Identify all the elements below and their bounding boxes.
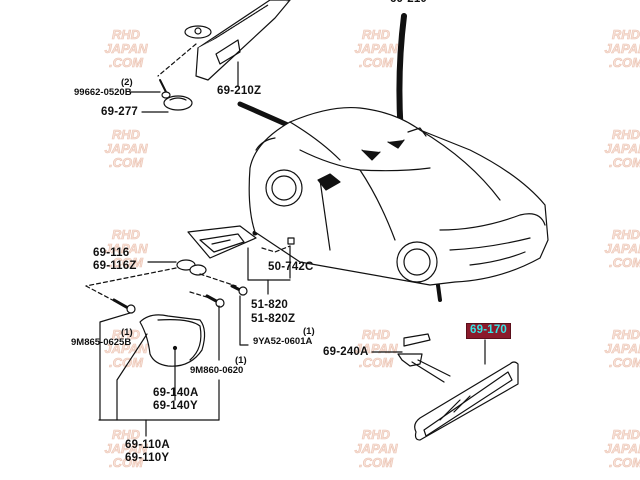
part-label-51-820z[interactable]: 51-820Z — [251, 313, 296, 325]
part-label-69-116[interactable]: 69-116 — [93, 247, 130, 259]
part-label-9ya52-0601a[interactable]: 9YA52-0601A — [253, 336, 313, 347]
quantity-label: (1) — [303, 326, 315, 337]
part-label-69-116z[interactable]: 69-116Z — [93, 260, 137, 272]
quantity-label: (1) — [235, 355, 247, 366]
rearview-mirror-drawing — [397, 333, 519, 441]
part-label-69-240a[interactable]: 69-240A — [323, 346, 369, 358]
part-label-69-140y[interactable]: 69-140Y — [153, 400, 198, 412]
part-label-69-277[interactable]: 69-277 — [101, 106, 139, 118]
sun-visor-drawing — [184, 0, 291, 87]
part-label-50-742c[interactable]: 50-742C — [268, 261, 314, 273]
part-label-69-170-highlighted[interactable]: 69-170 — [466, 323, 512, 339]
quantity-label: (2) — [121, 77, 133, 88]
car-drawing — [248, 106, 549, 286]
part-label-69-210z[interactable]: 69-210Z — [217, 85, 262, 97]
part-label-69-140a[interactable]: 69-140A — [153, 387, 199, 399]
part-label-9m860-0620[interactable]: 9M860-0620 — [190, 365, 244, 376]
part-label-69-110y[interactable]: 69-110Y — [125, 452, 170, 464]
part-label-69-210[interactable]: 69-210 — [390, 0, 427, 6]
quantity-label: (1) — [121, 327, 133, 338]
part-label-69-110a[interactable]: 69-110A — [125, 439, 170, 451]
part-label-99662-0520b[interactable]: 99662-0520B — [74, 87, 132, 98]
part-label-51-820[interactable]: 51-820 — [251, 299, 289, 311]
part-label-9m865-0625b[interactable]: 9M865-0625B — [71, 337, 132, 348]
